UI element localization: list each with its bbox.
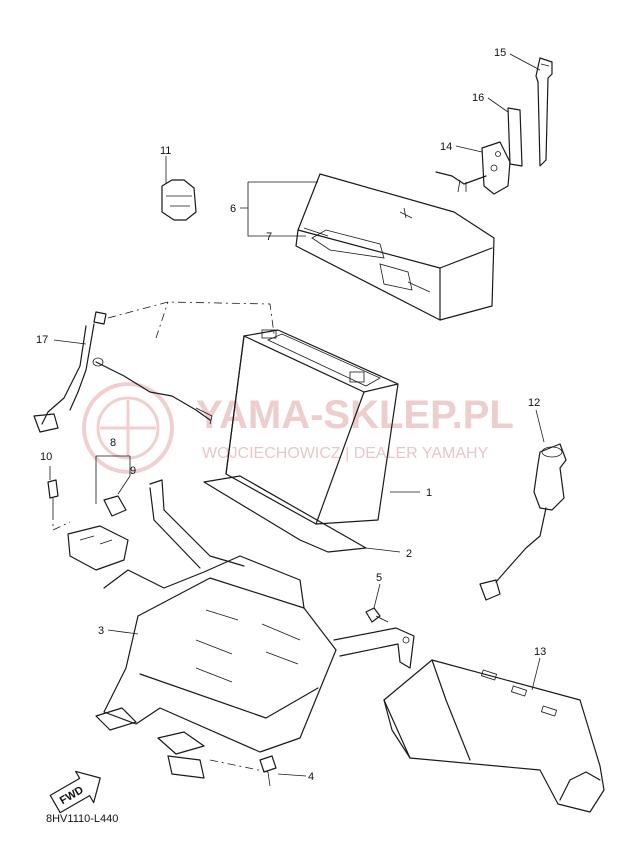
part-12-socket [479, 443, 567, 601]
callout-5: 5 [376, 572, 382, 584]
callout-17: 17 [36, 334, 48, 346]
callout-16: 16 [472, 92, 484, 104]
part-4-bolt [259, 755, 277, 787]
assembly-line-4 [209, 759, 269, 773]
assembly-line-17b [155, 301, 169, 339]
watermark-subtitle: WOJCIECHOWICZ | DEALER YAMAHY [202, 445, 489, 462]
part-8-relay [67, 525, 129, 571]
callout-15: 15 [494, 47, 506, 59]
watermark-title: YAMA-SKLEP.PL [196, 393, 514, 437]
fwd-arrow-icon: FWD [49, 770, 101, 814]
callout-6: 6 [230, 203, 236, 215]
fwd-label: FWD [58, 784, 86, 807]
callout-3: 3 [98, 625, 104, 637]
part-3-battery-box [95, 479, 415, 779]
part-17-wire-harness [33, 311, 213, 433]
part-13-cover [383, 659, 605, 813]
callout-14: 14 [440, 141, 452, 153]
callout-13: 13 [534, 646, 546, 658]
callout-11: 11 [160, 145, 171, 157]
watermark-logo [82, 382, 174, 474]
part-2-pad [203, 475, 367, 553]
callouts: 15 16 14 11 6 7 17 12 8 10 9 1 2 5 3 13 … [36, 47, 546, 783]
part-10-bolt [47, 479, 59, 512]
part-6-battery-cover [295, 173, 495, 321]
callout-12: 12 [528, 397, 540, 409]
part-5-bolt [365, 607, 389, 623]
leader-lines [49, 53, 545, 777]
part-1-battery [225, 329, 399, 525]
part-11-clip [161, 179, 197, 221]
callout-10: 10 [40, 451, 52, 463]
callout-1: 1 [426, 487, 432, 499]
drawing-code: 8HV1110-L440 [46, 813, 118, 825]
watermark: YAMA-SKLEP.PL WOJCIECHOWICZ | DEALER YAM… [82, 382, 514, 474]
assembly-line-10 [52, 512, 71, 531]
assembly-line-17 [107, 301, 275, 335]
part-9-fuse [103, 495, 127, 517]
callout-9: 9 [130, 465, 136, 477]
callout-8: 8 [110, 437, 116, 449]
callout-2: 2 [406, 548, 412, 560]
part-14-sensor [435, 141, 511, 195]
callout-7: 7 [266, 231, 272, 243]
part-15-cable-tie [535, 57, 553, 167]
part-16-rubber-strip [507, 107, 523, 167]
callout-4: 4 [308, 771, 314, 783]
